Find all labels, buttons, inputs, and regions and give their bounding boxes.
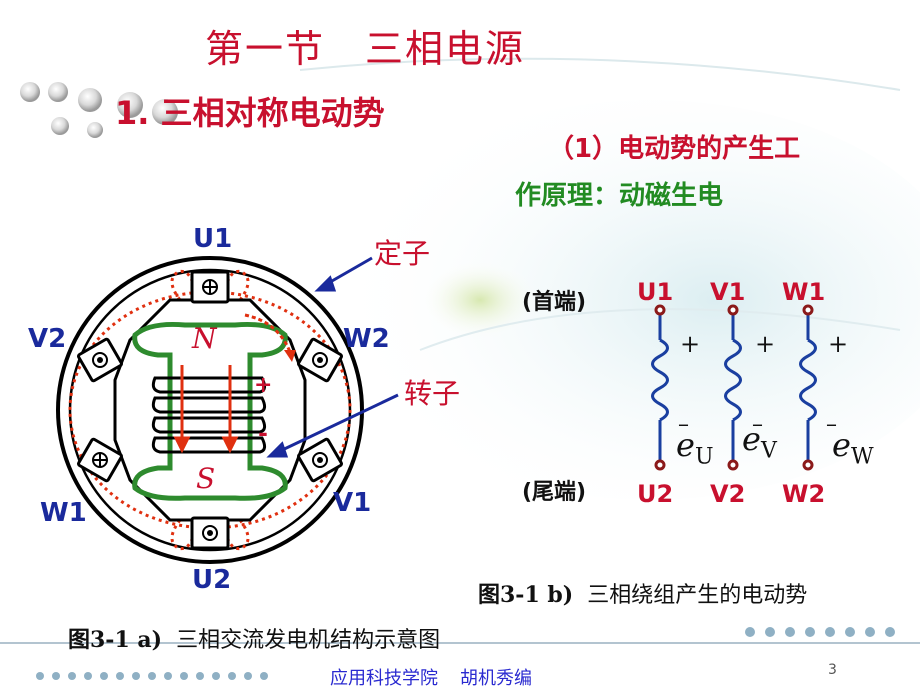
winding-u-minus: –	[678, 412, 689, 437]
emf-v-symbol: e	[742, 420, 761, 458]
page-number: 3	[828, 662, 837, 678]
winding-u-bottom: U2	[637, 480, 674, 508]
subheading-line1: （1）电动势的产生工	[548, 134, 801, 164]
title-chapter: 第一节	[205, 27, 326, 71]
emf-w-subscript: W	[850, 444, 874, 470]
stator-label: 定子	[374, 237, 431, 270]
emf-u-subscript: U	[694, 444, 714, 470]
tail-end-label: (尾端)	[522, 480, 587, 505]
winding-w-minus: –	[826, 412, 837, 437]
terminal-u2: U2	[192, 565, 232, 595]
winding-w-plus: +	[828, 330, 849, 358]
head-end-label: (首端)	[522, 290, 587, 315]
winding-v-top: V1	[710, 278, 746, 306]
footer-institution: 应用科技学院	[330, 668, 438, 689]
winding-v-plus: +	[755, 330, 776, 358]
terminal-w2: W2	[343, 324, 390, 354]
figure-a-caption-text: 三相交流发电机结构示意图	[176, 628, 441, 653]
figure-b-caption: 图3-1 b) 三相绕组产生的电动势	[478, 577, 807, 609]
rotor-plus: +	[254, 372, 273, 398]
stator-outer-ring	[56, 256, 364, 564]
figure-a-caption-number: 图3-1 a)	[68, 627, 163, 653]
rotor	[132, 322, 288, 501]
emf-u-symbol: e	[676, 426, 695, 464]
winding-u-top: U1	[637, 278, 674, 306]
footer: 应用科技学院 胡机秀编	[330, 664, 532, 690]
title-topic: 三相电源	[365, 27, 526, 71]
figure-a-caption: 图3-1 a) 三相交流发电机结构示意图	[68, 622, 440, 654]
rotor-label: 转子	[404, 377, 461, 410]
pole-north: N	[192, 322, 217, 355]
rotor-minus: -	[258, 418, 268, 447]
magnetic-flux-path	[68, 290, 352, 530]
emf-u: eU	[676, 426, 713, 469]
slide-title: 第一节三相电源	[205, 18, 525, 73]
emf-v-subscript: V	[760, 438, 777, 464]
emf-w-symbol: e	[832, 426, 851, 464]
emf-w: eW	[832, 426, 874, 469]
terminal-v2: V2	[28, 324, 67, 354]
figure-b-caption-number: 图3-1 b)	[478, 582, 574, 608]
emf-v: eV	[742, 420, 777, 463]
figure-b-caption-text: 三相绕组产生的电动势	[587, 583, 808, 608]
winding-w-top: W1	[782, 278, 826, 306]
terminal-v1: V1	[333, 488, 372, 518]
footer-author: 胡机秀编	[460, 668, 532, 689]
pole-south: S	[196, 462, 216, 495]
label-arrows	[266, 256, 399, 458]
terminal-u1: U1	[193, 224, 233, 254]
winding-v-bottom: V2	[710, 480, 746, 508]
section-heading: 1. 三相对称电动势	[115, 94, 385, 132]
winding-u-plus: +	[680, 330, 701, 358]
subheading-line2: 作原理：动磁生电	[515, 181, 724, 211]
winding-v-minus: –	[752, 412, 763, 437]
terminal-w1: W1	[40, 498, 87, 528]
winding-w-bottom: W2	[782, 480, 826, 508]
